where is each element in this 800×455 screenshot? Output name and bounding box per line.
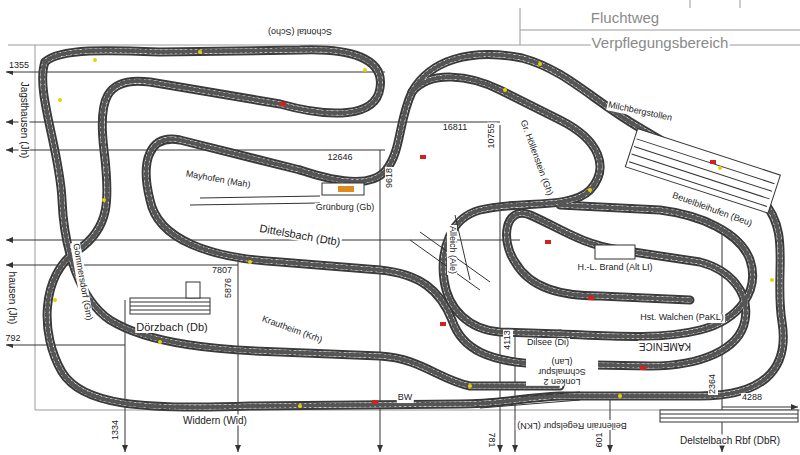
plan-label: 601 (595, 431, 605, 448)
plan-label: Schöntal (Scho) (267, 26, 333, 36)
plan-label: 5876 (224, 277, 234, 299)
signal-marks (53, 50, 774, 408)
plan-label: hausen (Jh) (7, 271, 18, 326)
plan-label: Hst. Walchen (PaKL) (639, 313, 725, 323)
plan-label: H.-L. Brand (Alt LI) (576, 263, 653, 273)
plan-label: 16811 (442, 123, 468, 133)
track (43, 50, 784, 407)
plan-label: 9618 (385, 167, 395, 189)
room-outline (8, 0, 800, 410)
plan-label: Fluchtweg (590, 10, 660, 27)
plan-label: Widdern (Wid) (182, 415, 248, 426)
plan-label: Beilenrain Regelspur (LKN) (516, 420, 628, 430)
plan-label: 1334 (111, 419, 121, 441)
plan-label: 12646 (326, 153, 353, 163)
plan-label: Mayhofen (Mah) (184, 169, 252, 190)
plan-label: 792 (4, 334, 21, 344)
station-sign (338, 186, 354, 192)
plan-label: Gommersdorf (Gm) (70, 242, 94, 323)
plan-label: Lonken 2 Schmalspur (Lan) (526, 356, 598, 386)
plan-label: 781 (486, 431, 496, 448)
plan-label: Gr. Höllenstein (Gh) (517, 118, 554, 198)
plan-label: Milchbergstollen (606, 100, 674, 124)
station-yards (130, 129, 798, 422)
plan-label: Dilsee (Di) (526, 338, 570, 348)
plan-label: Jagsthausen (Jh) (19, 81, 30, 160)
plan-label: Verpflegungsbereich (591, 35, 730, 52)
plan-label: 1355 (8, 61, 30, 71)
plan-label: Delstelbach Rbf (DbR) (679, 435, 781, 446)
plan-label: Dittelsbach (Dtb) (258, 222, 343, 248)
plan-label: 4288 (741, 393, 763, 403)
plan-label: BW (397, 393, 414, 403)
plan-label: 10755 (487, 122, 497, 149)
plan-label: 4113 (503, 329, 513, 350)
plan-label: 7807 (211, 266, 233, 276)
plan-label: Krautheim (Krh) (260, 314, 325, 346)
plan-label: Dörzbach (Db) (135, 321, 209, 333)
plan-label: 2364 (708, 373, 718, 395)
plan-label: Alleich (Ale) (447, 225, 457, 275)
plan-label: KAMENICE (638, 341, 692, 352)
plan-label: Grünburg (Gb) (315, 203, 376, 213)
